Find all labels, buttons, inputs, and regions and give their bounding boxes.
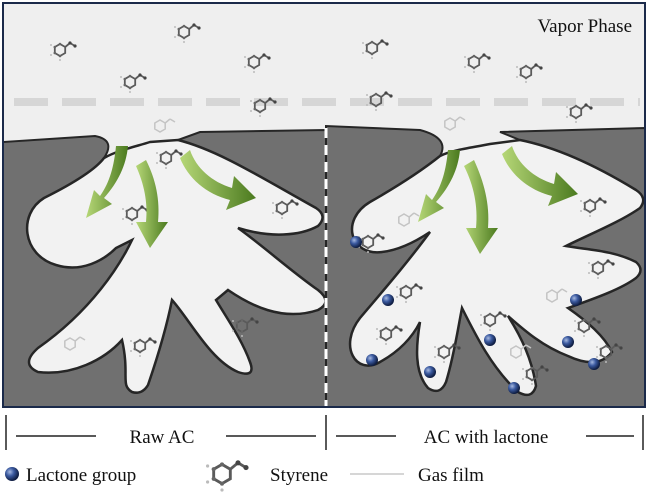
lactone-sphere-icon <box>570 294 582 306</box>
legend-styrene-icon <box>204 458 250 494</box>
diffusion-arrow-icon <box>464 160 498 254</box>
legend-styrene-label: Styrene <box>270 465 328 486</box>
diffusion-arrow-icon <box>180 150 256 210</box>
legend-gas-film-label: Gas film <box>418 465 484 486</box>
lactone-sphere-icon <box>562 336 574 348</box>
raw-ac-label: Raw AC <box>130 427 195 448</box>
lactone-ac-label: AC with lactone <box>424 427 549 448</box>
lactone-sphere-icon <box>508 382 520 394</box>
lactone-sphere-icon <box>588 358 600 370</box>
diffusion-arrow-icon <box>136 160 168 248</box>
diffusion-arrow-icon <box>418 150 460 222</box>
lactone-sphere-icon <box>366 354 378 366</box>
lactone-sphere-icon <box>484 334 496 346</box>
legend-lactone-icon <box>5 467 19 481</box>
diffusion-arrow-icon <box>86 146 128 218</box>
lactone-sphere-icon <box>424 366 436 378</box>
legend-lactone-label: Lactone group <box>26 465 136 486</box>
vapor-phase-label: Vapor Phase <box>538 16 632 37</box>
diagram-frame <box>2 2 646 408</box>
diffusion-arrow-icon <box>502 146 578 206</box>
legend: Lactone group Styrene Gas film <box>5 458 484 494</box>
lactone-sphere-icon <box>382 294 394 306</box>
lactone-sphere-icon <box>350 236 362 248</box>
